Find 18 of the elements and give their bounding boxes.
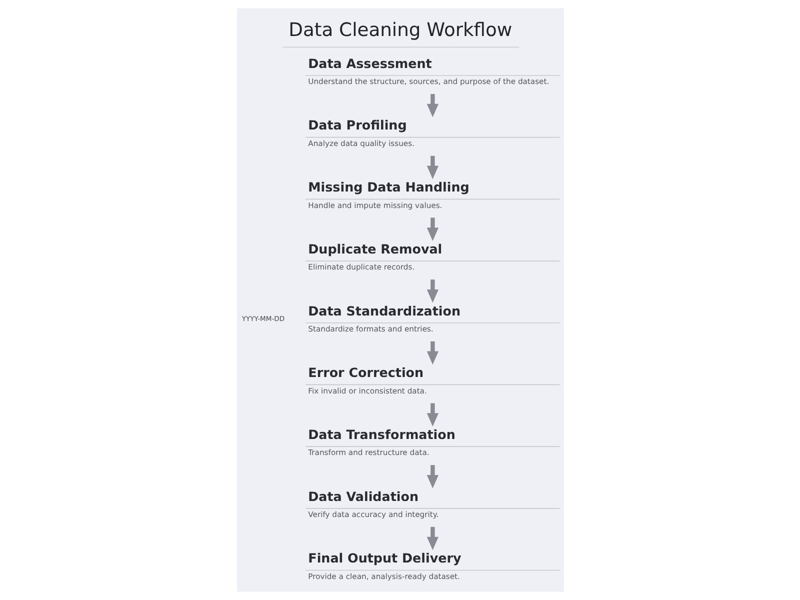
- diagram-title: Data Cleaning Workflow: [288, 20, 512, 41]
- arrow: [426, 341, 438, 365]
- node-text: Duplicate Removal Eliminate duplicate records.: [308, 241, 442, 272]
- node-text: Missing Data Handling Handle and impute missing values.: [308, 180, 469, 210]
- arrow: [426, 465, 438, 488]
- node-text: Data Validation Verify data accuracy and integrity.: [308, 488, 438, 520]
- arrow: [426, 403, 438, 426]
- node-text: Data Transformation Transform and restructure data.: [308, 426, 455, 458]
- node-text: Final Output Delivery Provide a clean, analysis-ready dataset.: [308, 550, 461, 581]
- node-text: Data Assessment Understand the structure, sources, and purpose of the dataset.: [308, 56, 549, 86]
- node-text: Error Correction Fix invalid or inconsistent data.: [308, 365, 426, 396]
- arrow: [426, 280, 438, 303]
- node-text: Data Profiling Analyze data quality issues.: [308, 118, 414, 148]
- arrow: [426, 156, 438, 180]
- node-text: Data Standardization Standardize formats and entries.: [308, 303, 460, 334]
- arrow: [426, 526, 438, 550]
- arrow: [426, 94, 438, 118]
- arrow: [426, 218, 438, 241]
